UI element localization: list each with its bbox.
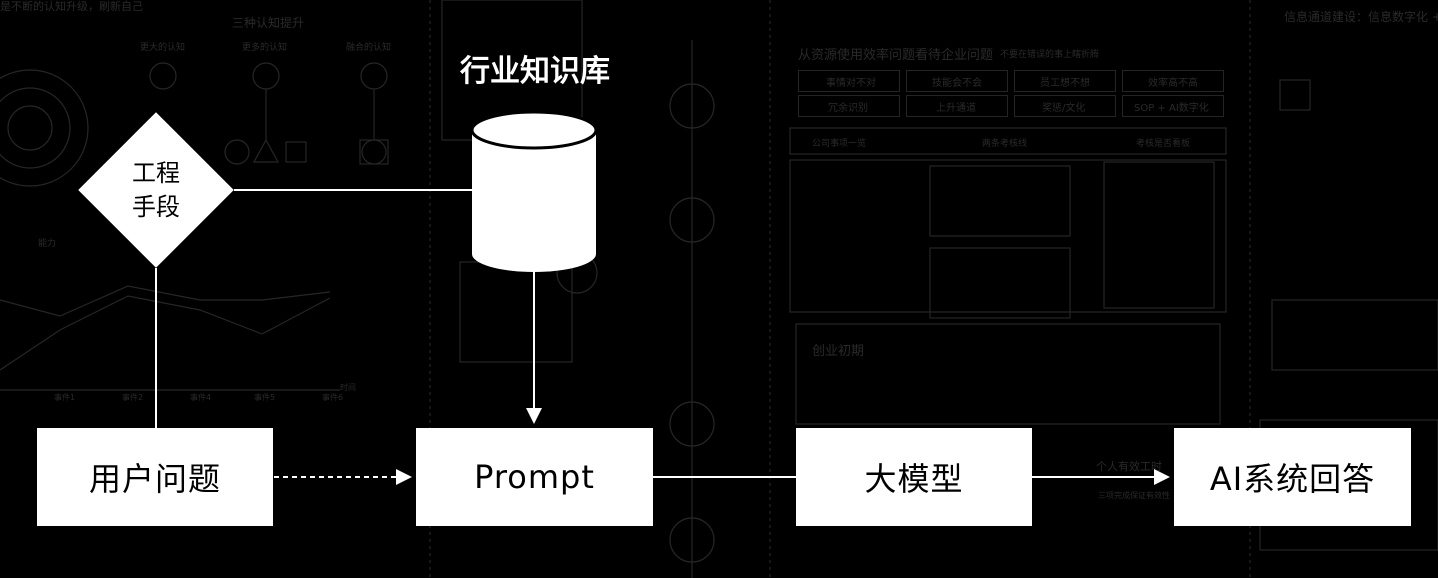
prompt-node: Prompt (416, 428, 653, 526)
bg-title-left: 是不断的认知升级，刷新自己 (0, 0, 143, 13)
bg-grid-cell: 效率高不高 (1148, 78, 1198, 89)
knowledge-base-title: 行业知识库 (460, 54, 610, 89)
bg-company-bar: 两条考核线 (982, 139, 1028, 149)
bg-grid-cell: 冗余识别 (828, 103, 868, 114)
engineering-means-node: 工程 手段 (78, 112, 234, 268)
user-question-node: 用户问题 (37, 428, 273, 526)
bg-cognition-c: 融合的认知 (346, 43, 392, 53)
bg-three-ensure: 三项完成保证有效性 (1098, 491, 1170, 500)
bg-time: 时间 (340, 383, 356, 392)
bg-company-bar: 公司事项一览 (812, 139, 867, 149)
bg-grid-cell: SOP + AI数字化 (1134, 103, 1209, 114)
bg-event: 事件6 (322, 393, 344, 402)
bg-right-title: 信息通道建设：信息数字化 + (1284, 10, 1438, 24)
ai-answer-node: AI系统回答 (1174, 428, 1411, 526)
engineering-means-label: 工程 手段 (78, 112, 234, 268)
bg-mid-heading-sub: 不要在错误的事上瞎折腾 (1000, 50, 1100, 60)
bg-cognition-a: 更大的认知 (140, 43, 186, 53)
bg-event: 事件2 (122, 393, 144, 402)
bg-event: 事件1 (54, 393, 76, 402)
bg-individual: 个人有效工时 (1096, 460, 1162, 473)
bg-grid-cell: 技能会不会 (932, 78, 982, 89)
bg-three-cognition: 三种认知提升 (232, 16, 305, 30)
bg-event: 事件5 (254, 393, 276, 402)
knowledge-base-cylinder (470, 110, 598, 272)
bg-startup: 创业初期 (812, 344, 865, 359)
bg-grid-cell: 上升通道 (936, 103, 976, 114)
llm-node: 大模型 (796, 428, 1032, 526)
bg-company-bar: 考核是否看板 (1136, 139, 1191, 149)
bg-cognition-b: 更多的认知 (242, 43, 288, 53)
engineering-means-line1: 工程 (132, 159, 180, 187)
engineering-means-line2: 手段 (132, 193, 180, 221)
bg-grid-cell: 员工想不想 (1040, 78, 1090, 89)
bg-grid-cell: 奖惩/文化 (1042, 103, 1086, 114)
bg-grid-cell: 事情对不对 (826, 78, 876, 89)
bg-ability: 能力 (38, 239, 57, 249)
bg-mid-heading: 从资源使用效率问题看待企业问题 (798, 48, 994, 63)
bg-event: 事件4 (190, 393, 212, 402)
